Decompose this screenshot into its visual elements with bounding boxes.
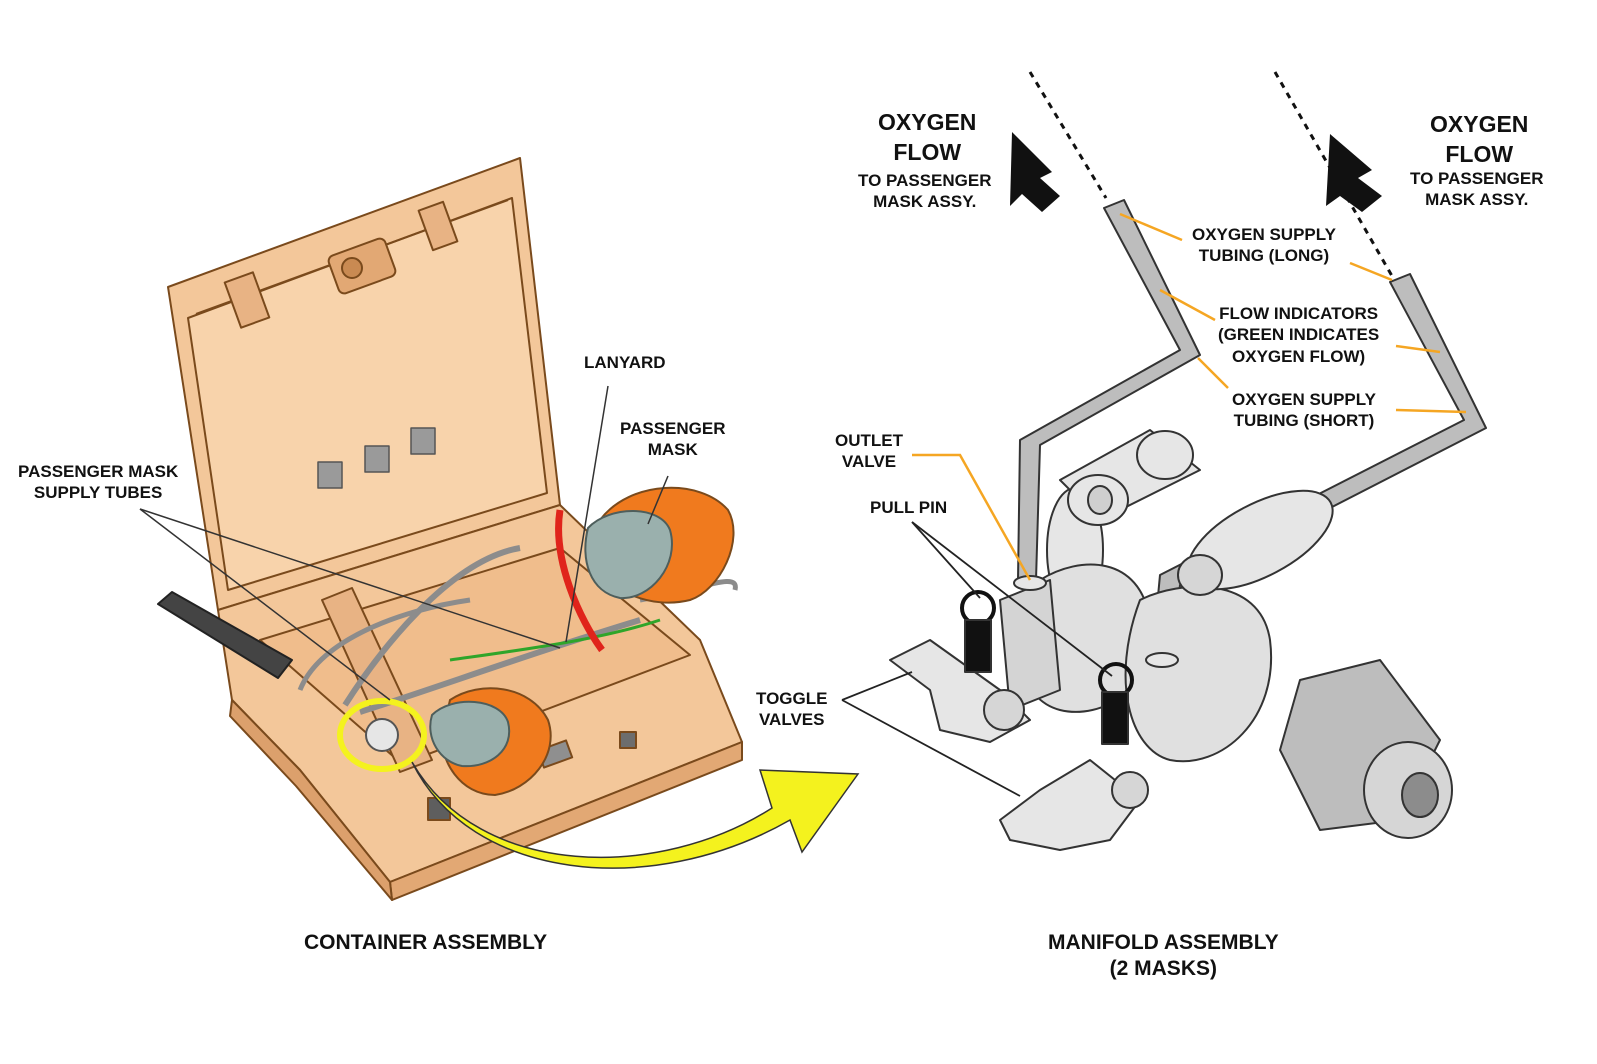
passenger-mask-upper (584, 486, 735, 604)
label-line: PASSENGER MASK (18, 462, 179, 481)
label-oxygen-flow-left: OXYGEN FLOW (878, 108, 976, 168)
label-line: TUBING (LONG) (1198, 246, 1330, 266)
label-lanyard: LANYARD (584, 352, 666, 373)
caption-manifold-assembly: MANIFOLD ASSEMBLY (2 MASKS) (1048, 930, 1279, 983)
oxygen-flow-arrow-left (1010, 132, 1060, 212)
lanyard-red (555, 509, 605, 653)
label-line: SUPPLY TUBES (33, 483, 163, 503)
label-line: OXYGEN FLOW) (1232, 346, 1366, 366)
label-line: VALVES (758, 710, 825, 730)
label-line: TUBING (SHORT) (1233, 411, 1375, 431)
label-line: (GREEN INDICATES (1218, 325, 1380, 345)
label-to-mask-right: TO PASSENGER MASK ASSY. (1410, 168, 1544, 211)
label-to-mask-left: TO PASSENGER MASK ASSY. (858, 170, 992, 213)
label-outlet-valve: OUTLET VALVE (835, 430, 903, 473)
manifold-assembly (889, 71, 1487, 851)
caption-line: (2 MASKS) (1109, 957, 1217, 981)
manifold-leaders (912, 212, 1467, 581)
pull-pin-lower (1098, 662, 1134, 745)
label-line: OXYGEN (878, 109, 977, 135)
label-toggle-valves: TOGGLE VALVES (756, 688, 827, 731)
label-line: PASSENGER (620, 419, 726, 438)
label-passenger-mask: PASSENGER MASK (620, 418, 726, 461)
label-line: OXYGEN (1430, 111, 1529, 137)
label-line: OUTLET (835, 431, 903, 450)
label-line: PULL PIN (870, 498, 948, 517)
container-handle (157, 591, 293, 679)
caption-container-assembly: CONTAINER ASSEMBLY (304, 930, 547, 956)
label-line: FLOW (1445, 140, 1514, 167)
label-line: MASK ASSY. (873, 192, 977, 212)
label-line: OXYGEN SUPPLY (1192, 225, 1336, 244)
label-line: MASK (647, 440, 698, 460)
label-line: TOGGLE (756, 689, 828, 708)
label-tubing-long: OXYGEN SUPPLY TUBING (LONG) (1192, 224, 1336, 267)
label-oxygen-flow-right: OXYGEN FLOW (1430, 110, 1528, 170)
oxygen-flow-arrow-right (1326, 134, 1382, 212)
label-tubing-short: OXYGEN SUPPLY TUBING (SHORT) (1232, 389, 1376, 432)
label-line: TO PASSENGER (1410, 169, 1544, 188)
transfer-arrow (411, 761, 860, 869)
pull-pin-upper (960, 590, 996, 673)
container-leaders (139, 385, 669, 701)
label-line: FLOW INDICATORS (1219, 304, 1379, 323)
manifold-leaders-dark (841, 521, 1113, 797)
caption-line: MANIFOLD ASSEMBLY (1048, 931, 1279, 954)
manifold-highlight (337, 698, 427, 772)
label-pull-pin: PULL PIN (870, 497, 947, 518)
label-line: FLOW (893, 138, 962, 165)
label-flow-indicators: FLOW INDICATORS (GREEN INDICATES OXYGEN … (1218, 303, 1379, 367)
lanyard-cord (449, 618, 661, 662)
label-supply-tubes: PASSENGER MASK SUPPLY TUBES (18, 461, 178, 504)
label-line: LANYARD (584, 353, 666, 372)
label-line: MASK ASSY. (1425, 190, 1529, 210)
caption-line: CONTAINER ASSEMBLY (304, 931, 548, 954)
container-assembly (157, 157, 743, 901)
label-line: OXYGEN SUPPLY (1232, 390, 1376, 409)
toggle-valve-lower (999, 759, 1141, 851)
passenger-mask-lower (429, 687, 552, 796)
label-line: VALVE (841, 452, 897, 472)
label-line: TO PASSENGER (858, 171, 992, 190)
